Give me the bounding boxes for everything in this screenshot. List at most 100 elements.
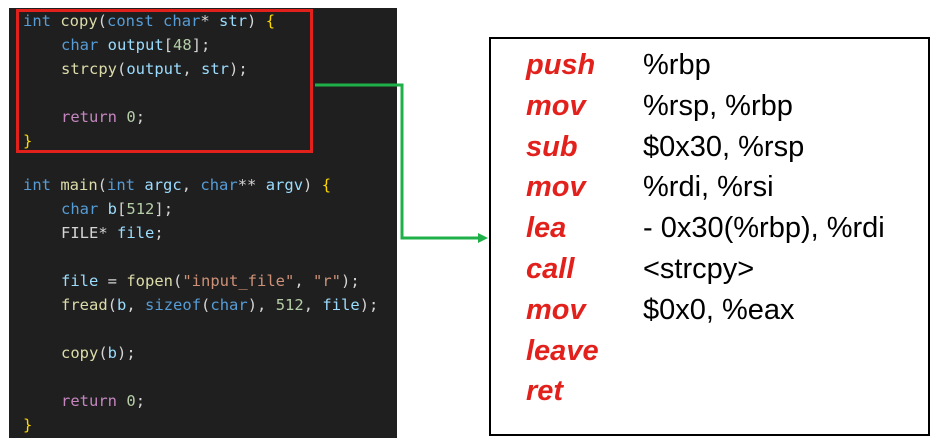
code-token: char [200, 176, 238, 194]
asm-mnemonic: mov [526, 171, 586, 204]
asm-operands: - 0x30(%rbp), %rdi [643, 212, 885, 245]
asm-operands: %rsp, %rbp [643, 89, 793, 122]
code-token: ( [97, 176, 108, 194]
code-token: fopen [126, 272, 173, 290]
code-token: b [107, 344, 118, 362]
code-token: sizeof [145, 296, 202, 314]
code-token: 0 [126, 108, 136, 126]
code-token: char [61, 36, 99, 54]
code-token: str [219, 12, 248, 30]
code-token: ( [173, 272, 183, 290]
code-token: ( [117, 60, 127, 78]
code-token: int [107, 176, 136, 194]
asm-operands: $0x0, %eax [643, 293, 795, 326]
asm-operands: %rbp [643, 49, 711, 81]
code-token: FILE* [61, 224, 108, 242]
code-line-fread: fread(b, sizeof(char), 512, file); [61, 294, 378, 316]
code-line-copy-call: copy(b); [61, 342, 136, 364]
code-token: 512 [126, 200, 155, 218]
code-token: , [182, 60, 202, 78]
code-token: char [210, 296, 248, 314]
asm-mnemonic: ret [526, 375, 564, 408]
code-token: ; [135, 392, 146, 410]
code-line-return-main: return 0; [61, 390, 145, 412]
code-token: output [107, 36, 164, 54]
code-token: [ [117, 200, 127, 218]
code-token: ( [98, 344, 108, 362]
code-token: ( [201, 296, 211, 314]
code-token: strcpy [61, 60, 117, 78]
code-token: copy [60, 12, 98, 30]
code-token: , [126, 296, 146, 314]
code-token: * [200, 12, 210, 30]
code-token: argc [144, 176, 182, 194]
code-token: "input_file" [182, 272, 295, 290]
code-token: "r" [313, 272, 341, 290]
code-token: , [294, 272, 313, 290]
code-token: 512 [275, 296, 304, 314]
code-line-file-decl: FILE* file; [61, 222, 164, 244]
code-token: int [23, 12, 51, 30]
code-token: [ [163, 36, 174, 54]
code-token: } [23, 416, 33, 434]
code-token: char [61, 200, 99, 218]
code-token: ); [229, 60, 248, 78]
code-token: int [23, 176, 51, 194]
code-token: b [107, 200, 118, 218]
code-token: ) [247, 12, 266, 30]
asm-mnemonic: mov [526, 293, 586, 326]
code-line-strcpy: strcpy(output, str); [61, 58, 248, 80]
code-line-close-copy: } [23, 130, 32, 152]
code-token: return [61, 392, 117, 410]
code-token: file [322, 296, 360, 314]
code-token: ; [135, 108, 146, 126]
source-code-panel: int copy(const char* str) { char output[… [9, 8, 397, 438]
code-token: char [163, 12, 201, 30]
arrowhead-icon [478, 233, 488, 243]
code-token: { [265, 12, 276, 30]
code-line-fopen: file = fopen("input_file", "r"); [61, 270, 360, 292]
code-token: { [321, 176, 332, 194]
code-token: b [117, 296, 127, 314]
code-token: ( [97, 12, 108, 30]
code-token: ** [237, 176, 257, 194]
code-token: file [61, 272, 99, 290]
code-token: argv [265, 176, 304, 194]
code-token: ), [247, 296, 276, 314]
code-token: = [98, 272, 127, 290]
code-token: ]; [191, 36, 211, 54]
code-token: ]; [154, 200, 174, 218]
code-line-close-main: } [23, 414, 32, 436]
code-token: copy [61, 344, 99, 362]
code-token: main [60, 176, 98, 194]
asm-mnemonic: call [526, 253, 575, 285]
code-token: return [61, 108, 117, 126]
code-token: , [181, 176, 201, 194]
asm-mnemonic: sub [526, 130, 578, 163]
asm-mnemonic: mov [526, 89, 586, 122]
code-line-copy-signature: int copy(const char* str) { [23, 10, 275, 32]
code-token: 0 [126, 392, 136, 410]
connector-line [315, 83, 480, 240]
asm-mnemonic: push [526, 49, 596, 81]
assembly-listing-box: push %rbp mov %rsp, %rbp sub $0x30, %rsp mov %r… [489, 37, 930, 436]
asm-operands: %rdi, %rsi [643, 171, 774, 204]
code-token: ); [341, 272, 360, 290]
code-line-return-copy: return 0; [61, 106, 145, 128]
code-line-char-b: char b[512]; [61, 198, 173, 220]
code-token: ); [117, 344, 136, 362]
asm-operands: <strcpy> [643, 253, 755, 285]
code-token: ); [359, 296, 379, 314]
code-token: ( [107, 296, 118, 314]
code-token: ; [154, 224, 164, 242]
code-token: } [23, 132, 33, 150]
code-token: output [126, 60, 183, 78]
code-token: file [117, 224, 155, 242]
asm-operands: $0x30, %rsp [643, 130, 805, 163]
code-token: fread [61, 296, 108, 314]
asm-mnemonic: leave [526, 334, 599, 367]
asm-mnemonic: lea [526, 212, 567, 245]
code-line-main-signature: int main(int argc, char** argv) { [23, 174, 331, 196]
code-token: , [303, 296, 323, 314]
